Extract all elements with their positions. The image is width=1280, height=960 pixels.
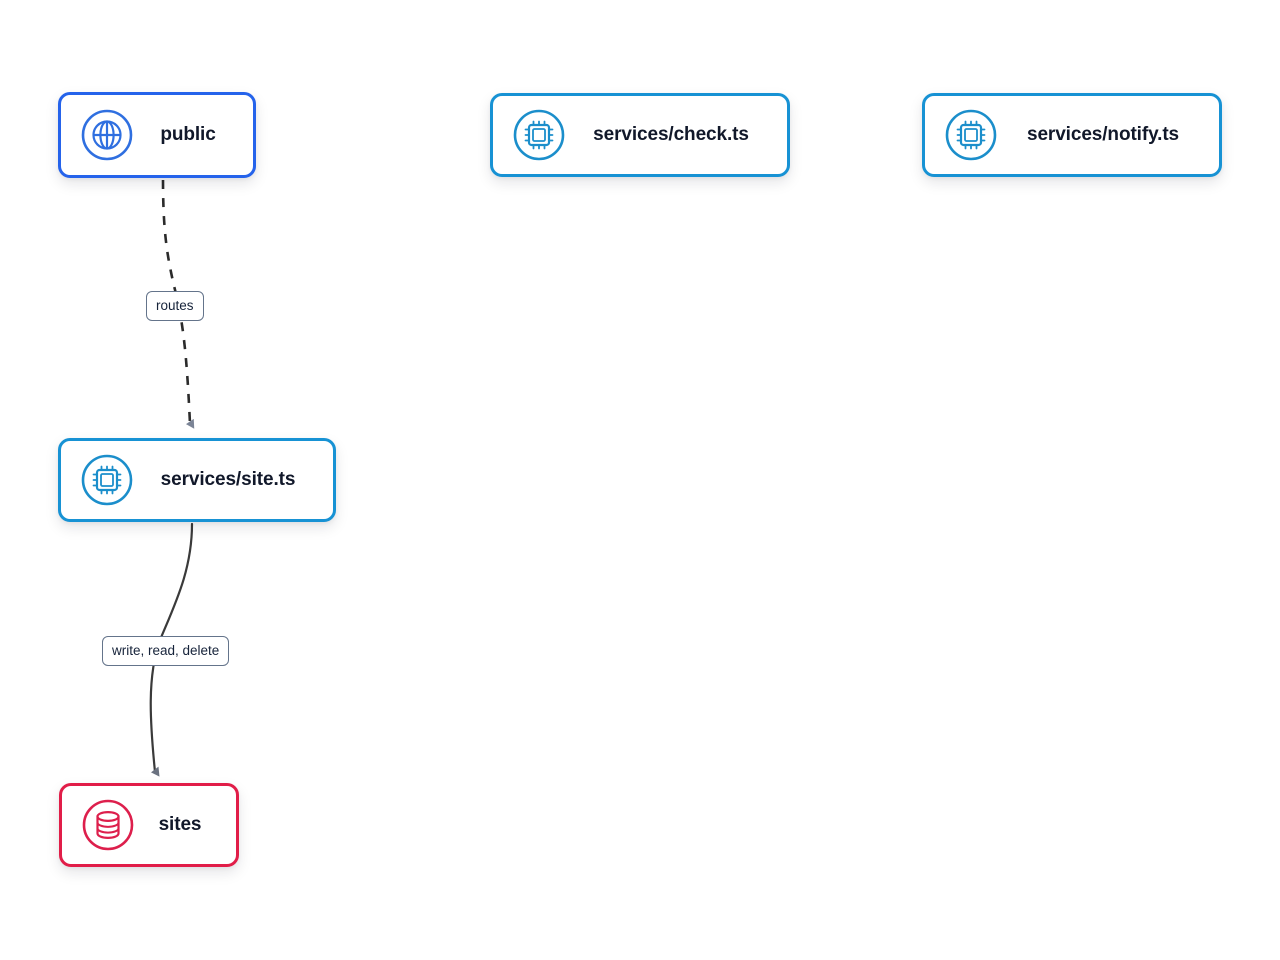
node-label-services-site: services/site.ts xyxy=(160,469,296,490)
globe-icon xyxy=(79,107,135,163)
node-public[interactable]: public xyxy=(58,92,256,178)
edge-label-write-read-delete[interactable]: write, read, delete xyxy=(102,636,230,666)
node-label-services-notify: services/notify.ts xyxy=(1026,124,1180,145)
node-label-services-check: services/check.ts xyxy=(593,124,749,145)
node-label-sites: sites xyxy=(158,814,202,835)
node-label-public: public xyxy=(160,124,216,145)
edge-label-routes[interactable]: routes xyxy=(146,291,204,321)
node-services-check[interactable]: services/check.ts xyxy=(490,93,790,177)
chip-icon xyxy=(511,107,567,163)
node-services-notify[interactable]: services/notify.ts xyxy=(922,93,1222,177)
database-icon xyxy=(80,797,136,853)
node-services-site[interactable]: services/site.ts xyxy=(58,438,336,522)
chip-icon xyxy=(79,452,135,508)
chip-icon xyxy=(943,107,999,163)
node-sites[interactable]: sites xyxy=(59,783,239,867)
